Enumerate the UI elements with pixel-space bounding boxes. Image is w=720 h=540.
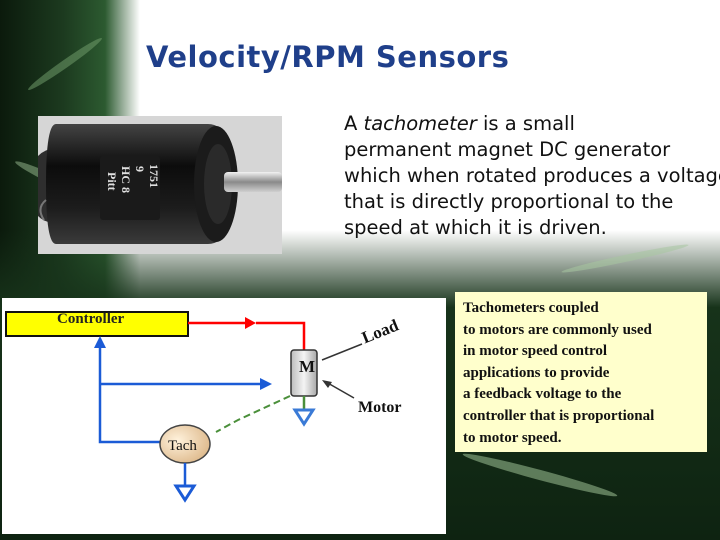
tachometer-description: A tachometer is a small permanent magnet… xyxy=(344,111,720,241)
photo-label-line: HC 8 xyxy=(119,166,133,193)
feedback-arrowhead xyxy=(94,336,106,348)
motor-pointer-head xyxy=(322,380,332,388)
motor-ground-symbol xyxy=(292,408,316,427)
tach-label: Tach xyxy=(168,438,197,454)
description-line: that is directly proportional to the xyxy=(344,190,674,213)
callout-line: in motor speed control xyxy=(463,343,608,360)
shaft-coupling-line xyxy=(215,395,291,433)
drive-signal-line xyxy=(256,321,306,350)
diagram-canvas: Controller M Load Motor Tach xyxy=(5,311,402,503)
callout-line: controller that is proportional xyxy=(463,407,655,424)
tachometer-photo: Pitt HC 8 9 1751 xyxy=(38,116,282,254)
callout-line: to motors are commonly used xyxy=(463,321,652,338)
load-label: Load xyxy=(359,315,402,347)
motor-label: Motor xyxy=(358,399,402,416)
feedback-arrowhead xyxy=(260,378,272,390)
motor-pointer xyxy=(325,381,355,399)
photo-label-line: 1751 xyxy=(147,164,161,188)
controller-label: Controller xyxy=(57,311,125,327)
callout-line: Tachometers coupled xyxy=(463,300,599,316)
tachometer-image: Pitt HC 8 9 1751 xyxy=(38,116,282,254)
callout-line: a feedback voltage to the xyxy=(463,386,622,403)
tach-ground-symbol xyxy=(173,484,197,503)
motor-symbol-label: M xyxy=(299,357,315,376)
load-pointer xyxy=(321,343,363,361)
tachometer-term: tachometer xyxy=(363,112,477,135)
drive-arrowhead xyxy=(245,317,256,329)
description-line: A tachometer is a small xyxy=(344,112,575,135)
photo-label-line: 9 xyxy=(133,166,147,172)
feedback-line xyxy=(98,346,182,444)
slide-title: Velocity/RPM Sensors xyxy=(146,40,510,74)
callout-line: applications to provide xyxy=(463,364,610,381)
callout-line: to motor speed. xyxy=(463,429,562,446)
photo-label-line: Pitt xyxy=(105,172,119,191)
description-line: speed at which it is driven. xyxy=(344,216,607,239)
description-line: which when rotated produces a voltage xyxy=(344,164,720,187)
description-line: permanent magnet DC generator xyxy=(344,138,671,161)
motor-control-diagram: Controller M Load Motor Tach xyxy=(2,298,446,534)
tachometer-callout: Tachometers coupled to motors are common… xyxy=(455,292,707,452)
